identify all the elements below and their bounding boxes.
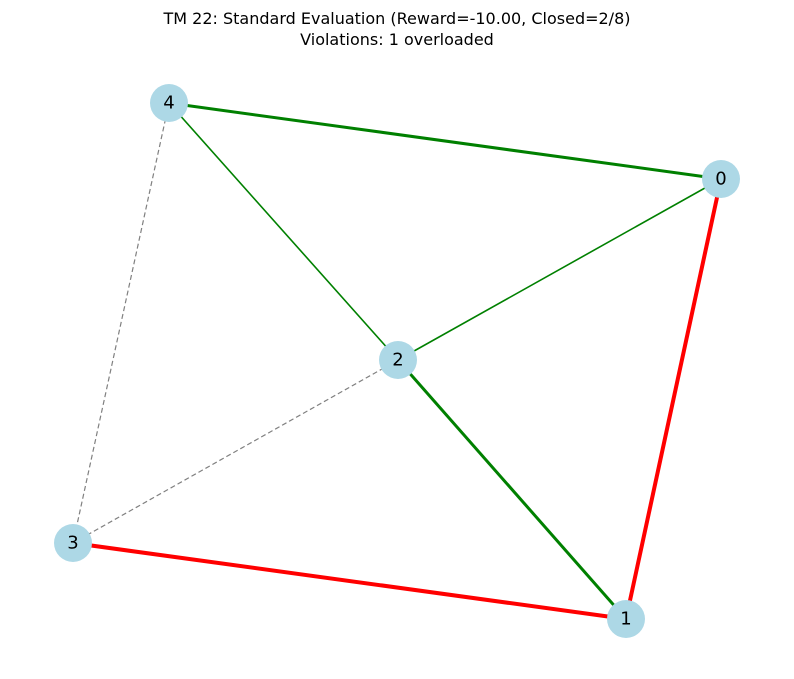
edge-4-0: [168, 101, 722, 181]
node-label-2: 2: [392, 350, 403, 371]
edges-layer: [72, 101, 723, 621]
node-circle-2: [379, 341, 417, 379]
title-line-2: Violations: 1 overloaded: [300, 30, 494, 49]
node-label-4: 4: [163, 93, 174, 114]
node-2: 2: [379, 341, 417, 379]
title-line-1: TM 22: Standard Evaluation (Reward=-10.0…: [163, 9, 631, 28]
node-circle-3: [54, 524, 92, 562]
chart-title: TM 22: Standard Evaluation (Reward=-10.0…: [0, 8, 794, 50]
edge-2-1: [396, 359, 628, 620]
node-circle-4: [150, 84, 188, 122]
edge-2-3: [72, 359, 399, 544]
node-0: 0: [702, 160, 740, 198]
edge-0-1: [624, 178, 723, 620]
node-1: 1: [607, 600, 645, 638]
nodes-layer: 0 1 2 3 4: [54, 84, 740, 638]
node-4: 4: [150, 84, 188, 122]
node-label-0: 0: [715, 169, 726, 190]
node-circle-0: [702, 160, 740, 198]
edge-3-1: [72, 541, 627, 621]
node-label-1: 1: [620, 609, 631, 630]
node-circle-1: [607, 600, 645, 638]
edge-4-2: [168, 102, 399, 361]
edge-4-3: [72, 102, 170, 544]
node-label-3: 3: [67, 533, 78, 554]
node-3: 3: [54, 524, 92, 562]
edge-0-2: [397, 178, 722, 361]
